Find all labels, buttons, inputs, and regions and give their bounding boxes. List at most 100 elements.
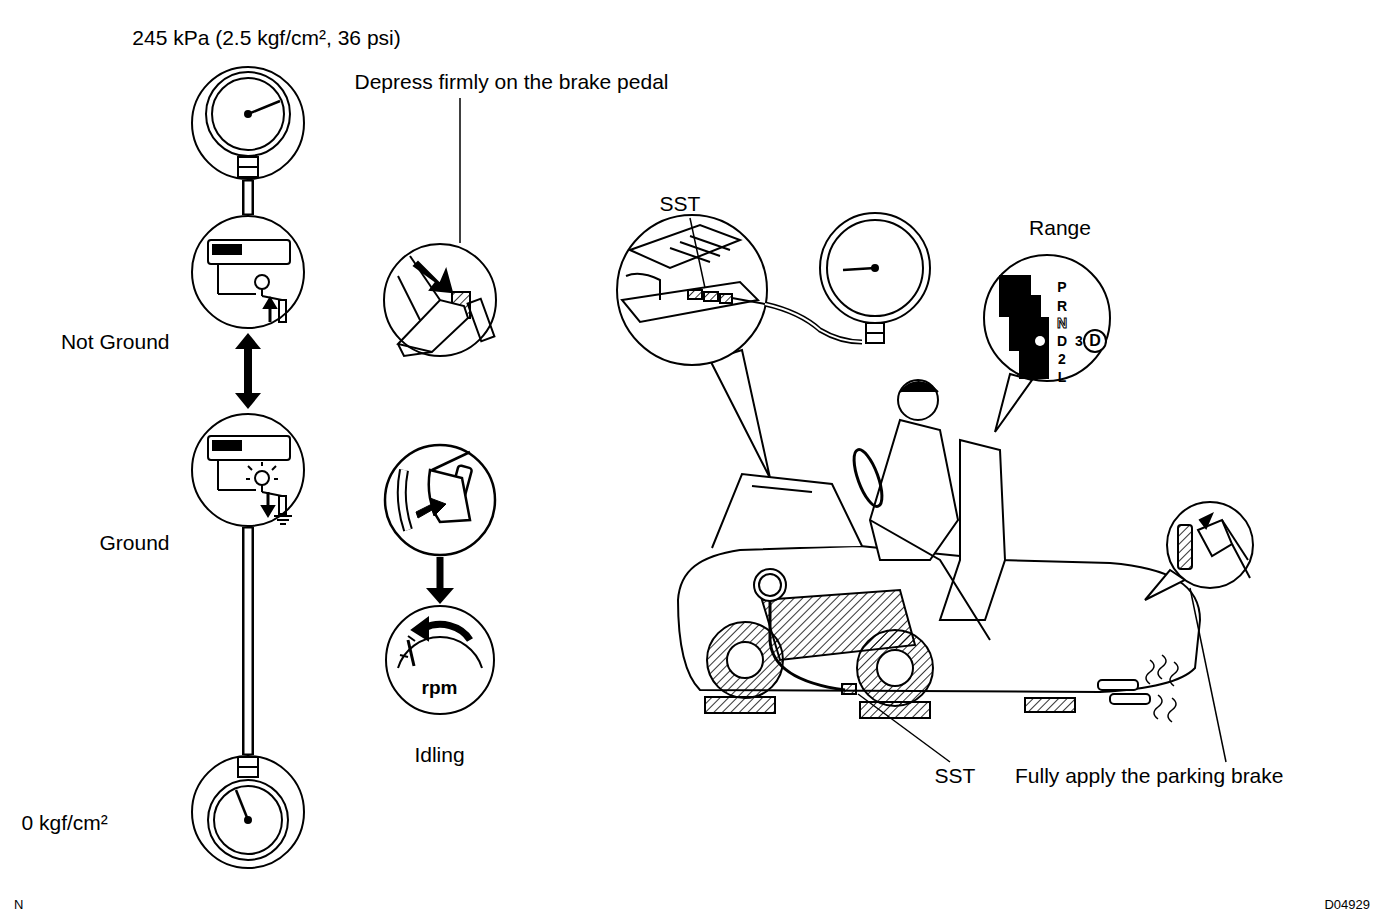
tool-label: SST <box>660 192 701 216</box>
gauge-face <box>206 72 290 177</box>
gauge-face-part <box>248 101 280 114</box>
tester-symbol-part <box>261 289 263 296</box>
parking-brake-callout <box>1145 502 1253 762</box>
arrow-shaft <box>244 347 252 395</box>
tester-circle: Not Ground <box>191 215 305 329</box>
brake-pedal-picture-part <box>410 256 440 300</box>
gauge-face-part <box>245 111 251 117</box>
pressure-gauge-part <box>866 323 884 343</box>
engine-close-up-part <box>630 225 740 268</box>
pressure-gauge-part <box>820 213 930 323</box>
engine-close-up-part <box>622 282 758 322</box>
tester-symbol-part <box>274 515 292 517</box>
gauge-face-part <box>206 72 290 156</box>
vehicle-part <box>1025 698 1075 712</box>
engine-close-up-part <box>732 298 765 304</box>
tester-symbol-part <box>261 485 263 492</box>
shift-range-callout <box>984 255 1110 432</box>
vehicle-part <box>900 382 938 392</box>
brake-pedal-picture-part <box>414 262 452 292</box>
shift-range-callout-part <box>1000 276 1048 378</box>
tester-symbol-part <box>279 496 286 514</box>
vehicle-part <box>857 630 933 706</box>
parking-brake-callout-part <box>1178 525 1192 569</box>
vehicle-part <box>1110 694 1150 704</box>
vehicle-part <box>759 574 781 596</box>
vehicle-part <box>848 446 887 509</box>
gauge-face-part <box>208 780 288 860</box>
pressure-gauge-part <box>872 265 878 271</box>
accelerator-circle-part <box>385 445 495 555</box>
accelerator-circle <box>385 445 495 555</box>
flow-arrow <box>426 557 454 604</box>
tester-symbol-part <box>208 436 290 460</box>
tester-circle: Ground <box>191 413 305 527</box>
pressure-gauge-part <box>827 220 923 316</box>
parking-brake-callout-part <box>1232 544 1250 578</box>
tachometer-dial-part <box>400 655 408 657</box>
state-label: Idling <box>414 742 464 766</box>
tester-symbol-part <box>218 293 256 295</box>
vehicle-part <box>678 546 1200 692</box>
shift-position: R <box>1057 298 1067 314</box>
engine-close-up-part <box>688 290 702 299</box>
vehicle <box>678 380 1200 762</box>
leader-line <box>459 98 461 243</box>
accelerator-circle-part <box>402 470 408 530</box>
vehicle-part <box>1154 695 1176 722</box>
instruction-label: Depress firmly on the brake pedal <box>355 69 669 93</box>
tachometer-dial-part <box>398 637 482 668</box>
vehicle-part <box>858 694 950 762</box>
tester-symbol-part <box>217 264 219 294</box>
tester-symbol-part <box>248 466 252 470</box>
pressure-hose <box>248 180 249 215</box>
tachometer-dial <box>398 618 482 668</box>
pressure-hose <box>248 527 249 755</box>
brake-pedal-picture <box>398 256 494 356</box>
brake-pedal-picture-part <box>398 276 420 320</box>
pressure-value: 245 kPa (2.5 kgf/cm², 36 psi) <box>132 25 400 49</box>
vehicle-part <box>712 474 862 548</box>
gauge-face-part <box>238 757 258 777</box>
vehicle-part <box>842 684 856 694</box>
brake-pedal-picture-part <box>468 299 495 341</box>
engine-close-up-part <box>704 292 718 301</box>
tester-symbol-part <box>274 478 278 480</box>
engine-close-up-part <box>617 215 767 365</box>
vehicle-part <box>1146 655 1178 686</box>
engine-close-up-part <box>710 350 770 478</box>
engine-close-up-part <box>626 274 660 300</box>
gauge-face-part <box>214 786 282 854</box>
pressure-gauge <box>765 213 930 343</box>
tester-symbol-part <box>255 471 269 485</box>
flow-arrow-part <box>426 588 454 604</box>
shift-position: L <box>1058 369 1067 385</box>
arrow-head <box>235 393 261 409</box>
tester-symbol-part <box>280 523 286 525</box>
shift-position: D <box>1057 333 1067 349</box>
tester-symbol-part <box>264 298 276 308</box>
instruction-label: Fully apply the parking brake <box>1015 764 1283 788</box>
state-label: Ground <box>99 530 169 554</box>
vehicle-part <box>870 520 990 640</box>
tester-symbol-part <box>246 478 250 480</box>
brake-pedal-circle: Depress firmly on the brake pedal <box>383 243 497 357</box>
accelerator-circle-part <box>402 470 408 530</box>
shift-position: N <box>1057 315 1067 331</box>
tester-symbol-part <box>213 245 241 254</box>
vehicle-part <box>898 380 938 420</box>
engine-close-up-part <box>690 218 705 288</box>
gauge-face-part <box>236 790 248 820</box>
tester-symbol-part <box>217 460 219 490</box>
tool-label: SST <box>935 764 976 788</box>
tachometer-dial-part <box>412 618 428 640</box>
engine-close-up-part <box>720 294 732 303</box>
brake-pedal-picture-part <box>398 300 468 352</box>
engine-close-up <box>617 215 770 478</box>
tachometer-dial-part <box>424 624 470 640</box>
parking-brake-callout-part <box>1222 520 1248 560</box>
tester-symbol <box>208 240 290 322</box>
toggle-arrow <box>235 333 261 409</box>
flow-arrow-part <box>437 557 444 590</box>
arrow-head <box>235 333 261 349</box>
